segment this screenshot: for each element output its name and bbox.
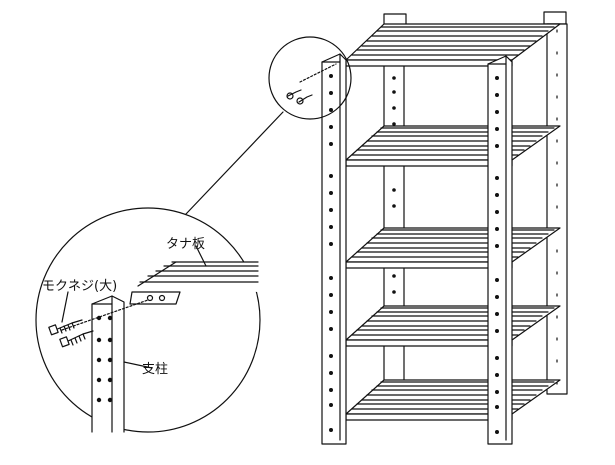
- shelf-3: [345, 227, 561, 269]
- label-leader-screw: [61, 291, 69, 323]
- label-post: 支柱: [142, 362, 168, 377]
- back-left-post-holes: [392, 76, 396, 294]
- screw-guide-line: [61, 299, 149, 331]
- front-left-post: [321, 53, 347, 445]
- large-callout-circle: [35, 207, 261, 433]
- detail-screw-2-icon: [59, 330, 94, 348]
- shelf-unit: [321, 11, 568, 445]
- front-post-holes: [329, 74, 499, 434]
- detail-bracket: [129, 291, 181, 305]
- back-right-post: [543, 11, 568, 395]
- callout-connector-line: [185, 111, 284, 215]
- small-screw-1-icon: [286, 89, 302, 100]
- label-leader-post: [123, 361, 153, 369]
- small-callout-circle: [268, 36, 352, 120]
- label-wood-screw: モクネジ(大): [42, 279, 117, 294]
- small-screw-2-icon: [296, 94, 313, 105]
- shelf-1: [345, 23, 561, 67]
- shelf-5: [345, 379, 561, 421]
- detail-shelf-board: [137, 261, 259, 292]
- shelf-2: [345, 125, 561, 167]
- shelf-4: [345, 305, 561, 347]
- label-leader-shelf-board: [195, 245, 207, 267]
- detail-post: [91, 295, 125, 433]
- label-shelf-board: タナ板: [166, 237, 205, 252]
- front-right-post: [487, 55, 513, 445]
- detail-screw-1-icon: [48, 319, 83, 336]
